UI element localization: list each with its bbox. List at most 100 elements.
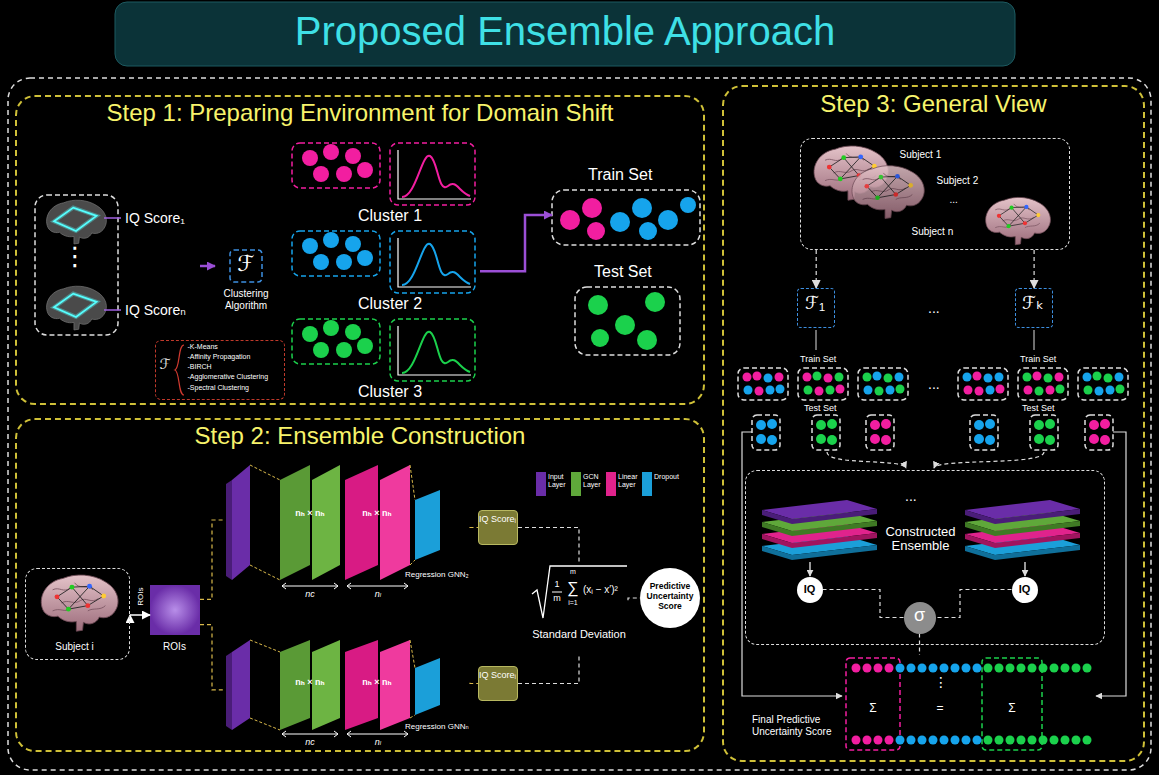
dashed-frame (390, 319, 475, 381)
roi-matrix-picture (150, 585, 200, 635)
data-dot (827, 419, 837, 429)
data-dot (323, 144, 339, 160)
free-label: Test Set (804, 403, 837, 413)
free-label: = (934, 702, 946, 716)
data-dot (886, 386, 895, 395)
dashed-frame (390, 231, 475, 293)
data-dot (637, 330, 657, 350)
node-text: Subject 1 (900, 149, 942, 161)
free-label: ⋮ (934, 674, 946, 690)
data-dot (874, 664, 883, 673)
data-dot (1056, 385, 1065, 394)
node-text: Step 1: Preparing Environment for Domain… (20, 99, 700, 127)
data-dot (816, 434, 826, 444)
dashed-frame (1085, 415, 1113, 450)
node-text: Clustering Algorithm (215, 288, 277, 311)
node-text: ℱ (230, 251, 262, 276)
free-label: Train Set (1020, 354, 1056, 364)
data-dot (1083, 373, 1092, 382)
data-dot (984, 664, 993, 673)
data-dot (1104, 374, 1113, 383)
connector (823, 590, 904, 618)
data-dot (816, 420, 826, 430)
data-dot (1023, 373, 1032, 382)
layer-slab (762, 546, 792, 560)
data-dot (995, 736, 1004, 745)
data-dot (874, 736, 883, 745)
data-dot (881, 435, 891, 445)
node-text: ROIs (150, 641, 199, 653)
layer-slab (232, 640, 250, 730)
connector (628, 598, 640, 600)
data-dot (1024, 386, 1033, 395)
free-label: ⋮ (62, 242, 88, 272)
data-dot (1061, 736, 1070, 745)
data-dot (1083, 736, 1092, 745)
legend-swatch (536, 472, 546, 496)
legend-label: Linear Layer (618, 473, 644, 489)
node-text: Subject 2 (937, 175, 979, 187)
data-dot (984, 736, 993, 745)
guide-line (347, 583, 408, 589)
node-text: Regression GNNₙ (405, 722, 469, 731)
layer-slab (792, 533, 877, 548)
cluster-group: Cluster 2 (290, 228, 480, 314)
data-dot (357, 338, 373, 354)
data-dot (345, 324, 361, 340)
data-dot (815, 387, 824, 396)
dashed-frame (390, 143, 475, 205)
node-text: Test Set (594, 263, 652, 281)
legend-swatch (642, 472, 652, 496)
node-text: m (566, 568, 580, 576)
data-dot (884, 374, 893, 383)
node-text: IQ Scoreₙ (125, 302, 186, 318)
data-dot (864, 386, 873, 395)
dashed-frame (292, 143, 380, 188)
node-text: ... (950, 194, 958, 206)
data-dot (804, 386, 813, 395)
layer-slab (345, 465, 378, 580)
free-label: ROIs (136, 586, 145, 608)
node-text: Subject n (912, 226, 954, 238)
data-dot (1072, 736, 1081, 745)
guide-line (816, 330, 817, 350)
title-text: Proposed Ensemble Approach (115, 8, 1015, 54)
connector (518, 656, 579, 684)
legend-swatch (606, 472, 616, 496)
node-text: Constructed Ensemble (879, 525, 963, 555)
data-dot (1095, 387, 1104, 396)
layer-slab (226, 480, 232, 580)
connector (130, 614, 150, 616)
layer-slab (380, 465, 410, 580)
node-text: (xᵢ − x′)² (583, 584, 618, 596)
data-dot (560, 210, 580, 230)
title-banner (115, 2, 1015, 66)
data-dot (895, 373, 904, 382)
guide-line (552, 592, 562, 593)
step-panel: Step 1: Preparing Environment for Domain… (15, 95, 705, 405)
node-text: IQ Scoreᵢ (479, 514, 516, 524)
node-text: IQ (1013, 583, 1037, 596)
data-dot (1115, 373, 1124, 382)
layer-slab (415, 658, 440, 715)
clustering-box: ℱₖ (1015, 288, 1053, 328)
layer-slab (762, 510, 792, 524)
score-box: IQ Scoreᵢ (478, 510, 518, 545)
data-dot (985, 419, 995, 429)
guide-line (1024, 562, 1025, 576)
legend-swatch (571, 472, 581, 496)
guide-line (532, 566, 627, 618)
free-label: ... (905, 488, 917, 504)
dashed-frame (1030, 415, 1058, 450)
data-dot (881, 419, 891, 429)
data-dot (610, 212, 630, 232)
outer-frame (8, 78, 1151, 770)
data-dot (775, 373, 784, 382)
guide-line (282, 731, 338, 737)
node-text: nc (300, 589, 320, 599)
node-text: Cluster 2 (358, 295, 422, 313)
node-text: nₕ × nₕ (346, 508, 408, 518)
data-dot (1044, 374, 1053, 383)
data-dot (1035, 387, 1044, 396)
layer-slab (965, 534, 995, 548)
